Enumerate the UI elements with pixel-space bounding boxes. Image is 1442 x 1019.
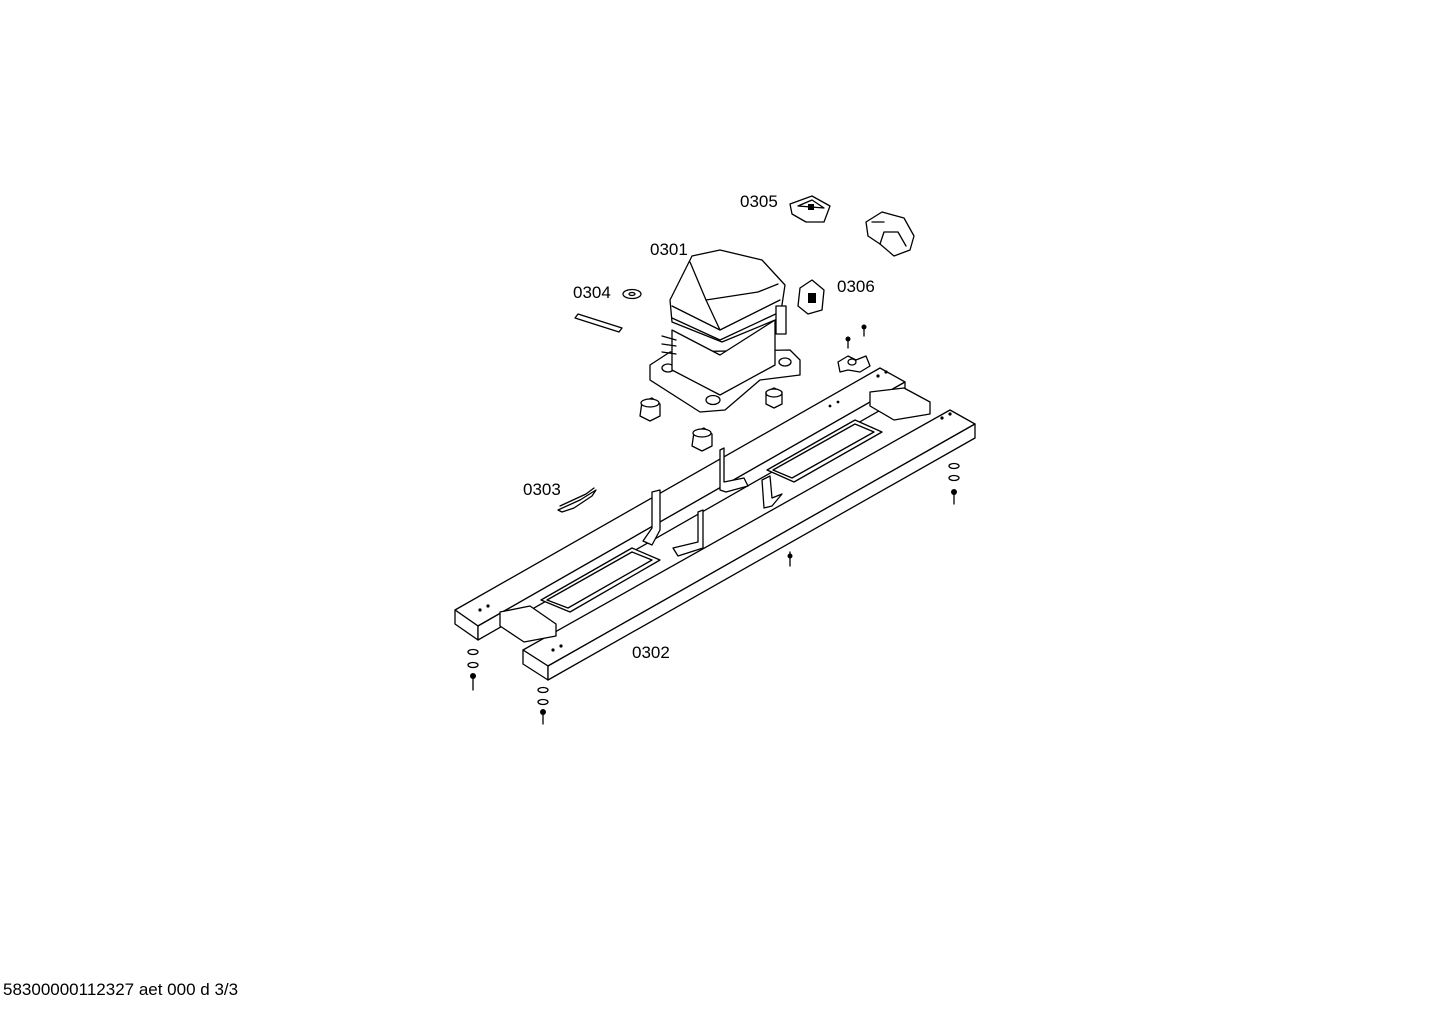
rubber-grommets bbox=[639, 387, 783, 452]
screw-rear-right bbox=[948, 462, 960, 505]
screw-center bbox=[787, 551, 793, 567]
relay-cover bbox=[789, 195, 831, 223]
compressor bbox=[649, 249, 801, 413]
mounting-brackets bbox=[642, 447, 783, 557]
label-relay-cover: 0305 bbox=[740, 192, 778, 211]
screw-clamp-a bbox=[845, 336, 851, 349]
label-base-frame: 0302 bbox=[632, 643, 670, 662]
label-relay: 0306 bbox=[837, 277, 875, 296]
drawing-footer-code: 58300000112327 aet 000 d 3/3 bbox=[3, 980, 239, 999]
label-compressor: 0301 bbox=[650, 240, 688, 259]
label-clip: 0303 bbox=[523, 480, 561, 499]
relay-cover-alt bbox=[865, 211, 915, 257]
rod bbox=[574, 313, 623, 333]
label-washer: 0304 bbox=[573, 283, 611, 302]
screw-front-left bbox=[467, 648, 479, 691]
base-frame bbox=[454, 367, 976, 681]
relay bbox=[797, 279, 825, 315]
screw-clamp-b bbox=[861, 324, 867, 337]
washer bbox=[622, 288, 642, 300]
pipe-clamp bbox=[837, 355, 871, 373]
screws-and-washers bbox=[467, 324, 960, 725]
screw-front-right bbox=[537, 686, 549, 725]
clip bbox=[557, 487, 597, 513]
